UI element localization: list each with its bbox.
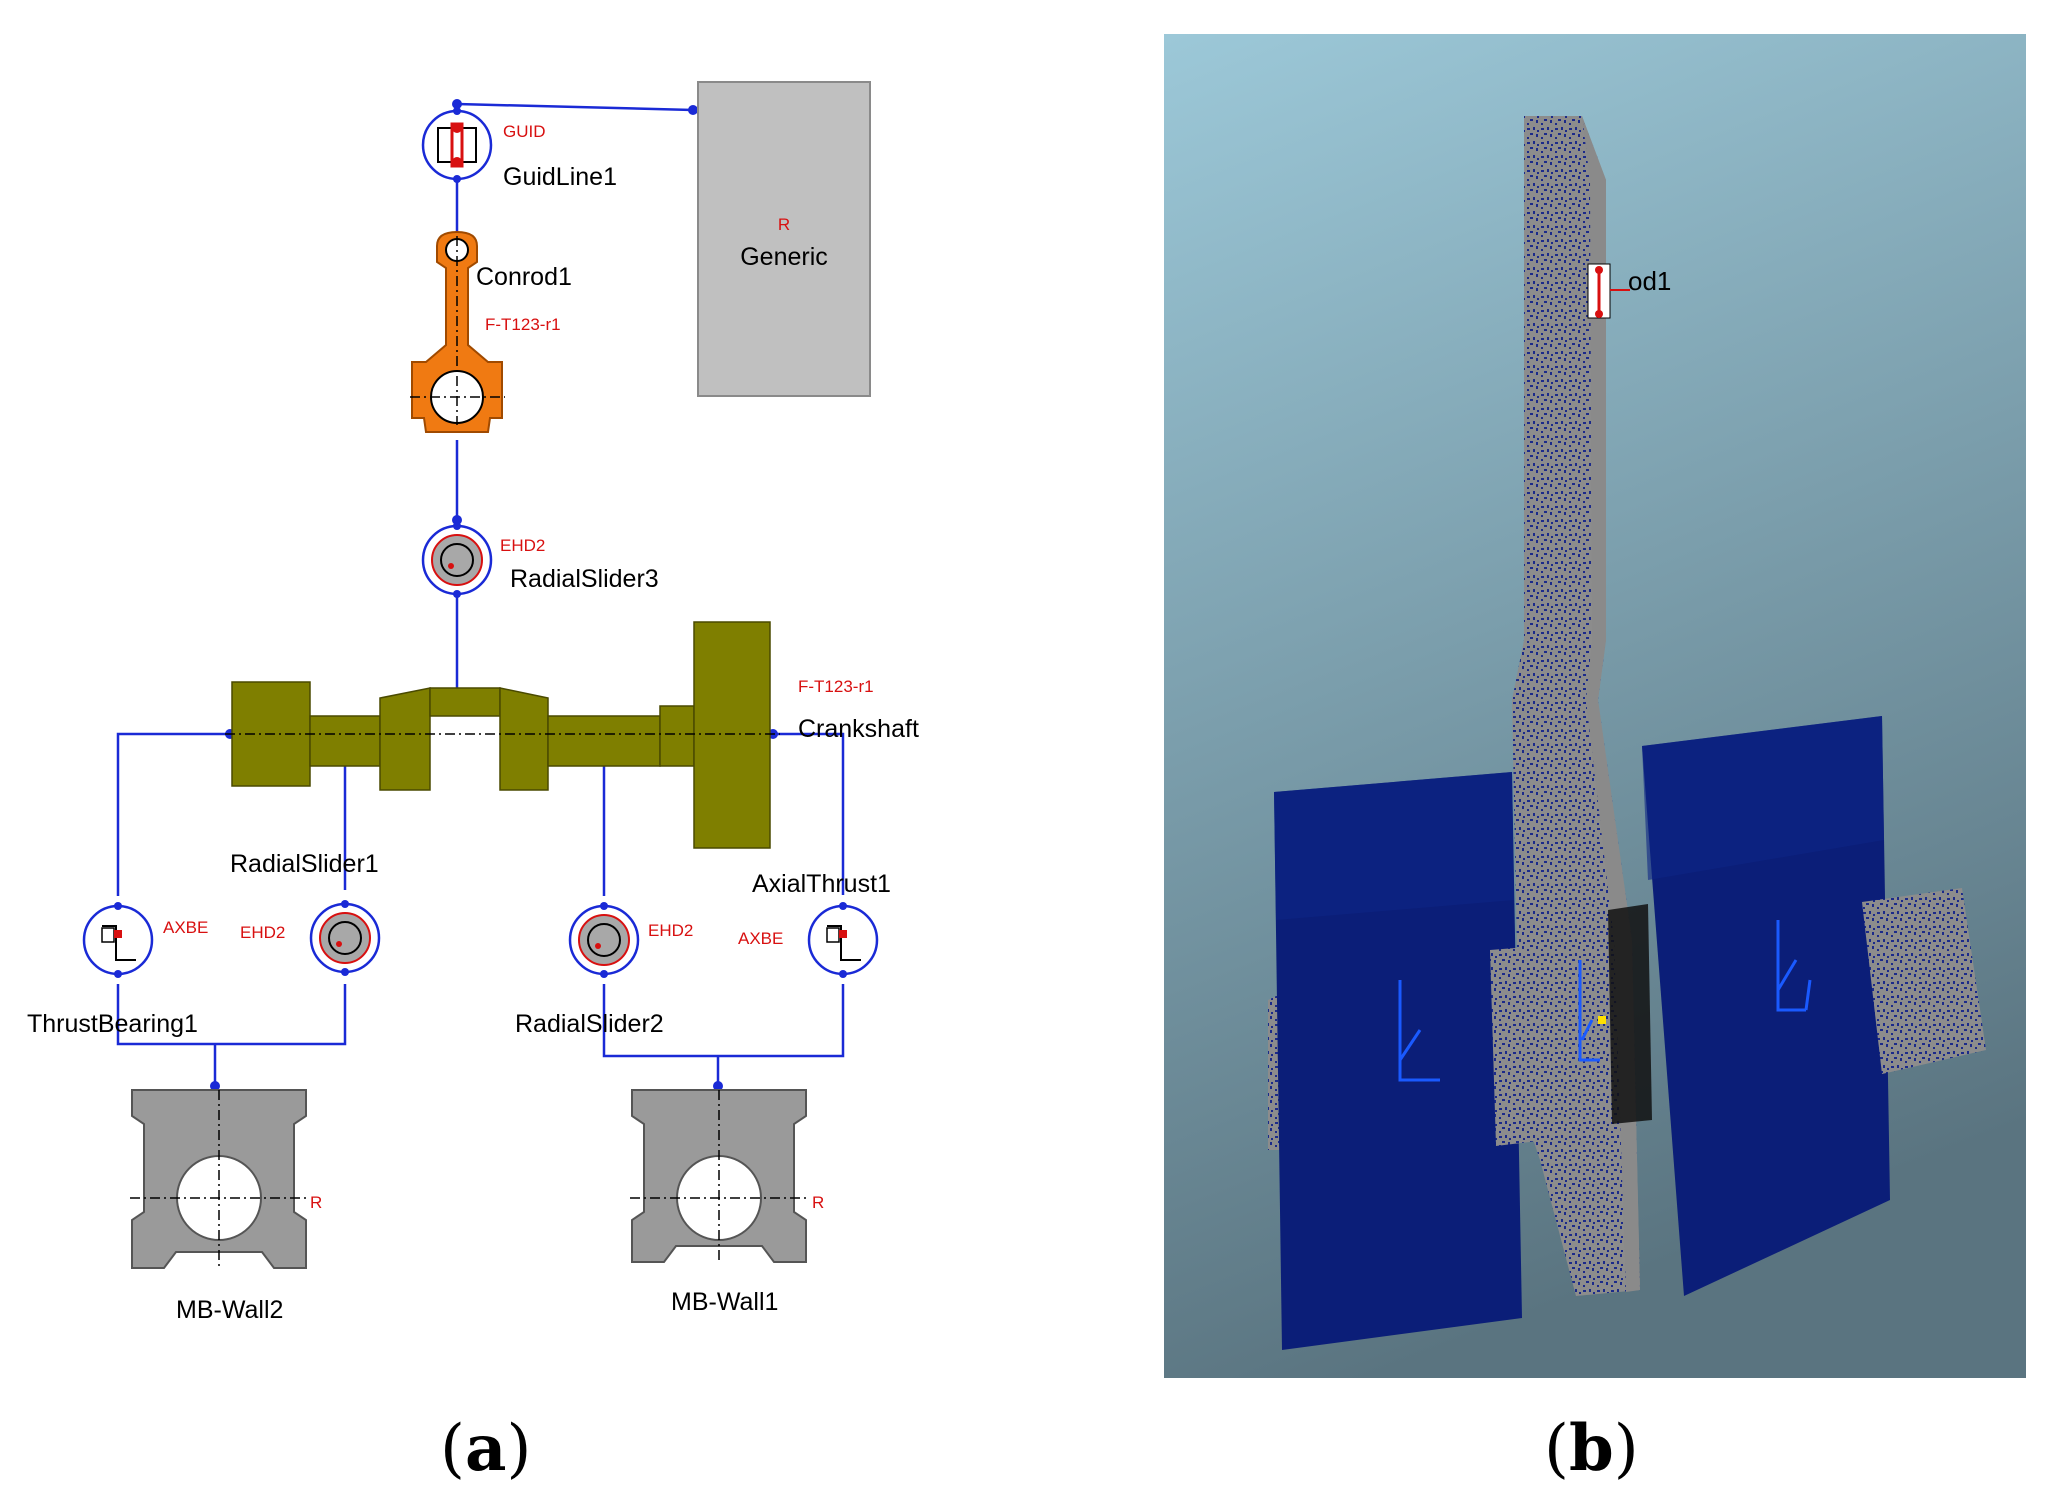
left-bearing-block <box>1268 772 1522 1350</box>
radialslider1-label: RadialSlider1 <box>230 850 379 878</box>
guidline-tag: GUID <box>503 122 546 141</box>
thrustbearing1-label: ThrustBearing1 <box>27 1010 198 1038</box>
caption-a: (a) <box>440 1411 531 1486</box>
caption-b-letter: b <box>1569 1411 1614 1486</box>
panel-b-3d-view: od1 (b) <box>1164 34 2026 1486</box>
conrod-component[interactable] <box>410 230 505 433</box>
crankshaft-label: Crankshaft <box>798 715 919 743</box>
mbwall1-component[interactable] <box>630 1089 810 1263</box>
thrustbearing1-component[interactable] <box>82 902 154 978</box>
generic-tag: R <box>778 215 790 234</box>
radialslider3-component[interactable] <box>421 522 493 598</box>
mbwall1-label: MB-Wall1 <box>671 1288 778 1316</box>
caption-b: (b) <box>1544 1411 1639 1486</box>
joint-marker <box>1587 263 1630 319</box>
radialslider2-component[interactable] <box>568 902 640 978</box>
vertical-shaft <box>1490 116 1652 1296</box>
generic-component[interactable] <box>697 81 871 397</box>
guidline-component[interactable] <box>421 107 493 183</box>
caption-a-letter: a <box>465 1411 506 1486</box>
marker-label: od1 <box>1628 266 1671 296</box>
conrod-label: Conrod1 <box>476 263 572 291</box>
generic-label: Generic <box>740 243 828 271</box>
axialthrust1-label: AxialThrust1 <box>752 870 891 898</box>
panel-a-schematic: GUID GuidLine1 R Generic Conrod1 F-T123-… <box>27 81 919 1486</box>
mbwall2-label: MB-Wall2 <box>176 1296 283 1324</box>
conrod-tag: F-T123-r1 <box>485 315 561 334</box>
axialthrust1-component[interactable] <box>807 902 879 978</box>
radialslider1-tag: EHD2 <box>240 923 285 942</box>
crankshaft-component[interactable] <box>225 621 780 849</box>
right-bearing-block <box>1642 716 1986 1296</box>
mbwall2-component[interactable] <box>130 1089 310 1269</box>
thrustbearing1-tag: AXBE <box>163 918 208 937</box>
radialslider3-tag: EHD2 <box>500 536 545 555</box>
crankshaft-tag: F-T123-r1 <box>798 677 874 696</box>
guidline-label: GuidLine1 <box>503 163 617 191</box>
radialslider2-tag: EHD2 <box>648 921 693 940</box>
radialslider3-label: RadialSlider3 <box>510 565 659 593</box>
mbwall2-tag: R <box>310 1193 322 1212</box>
axialthrust1-tag: AXBE <box>738 929 783 948</box>
radialslider1-component[interactable] <box>309 900 381 976</box>
mbwall1-tag: R <box>812 1193 824 1212</box>
radialslider2-label: RadialSlider2 <box>515 1010 664 1038</box>
